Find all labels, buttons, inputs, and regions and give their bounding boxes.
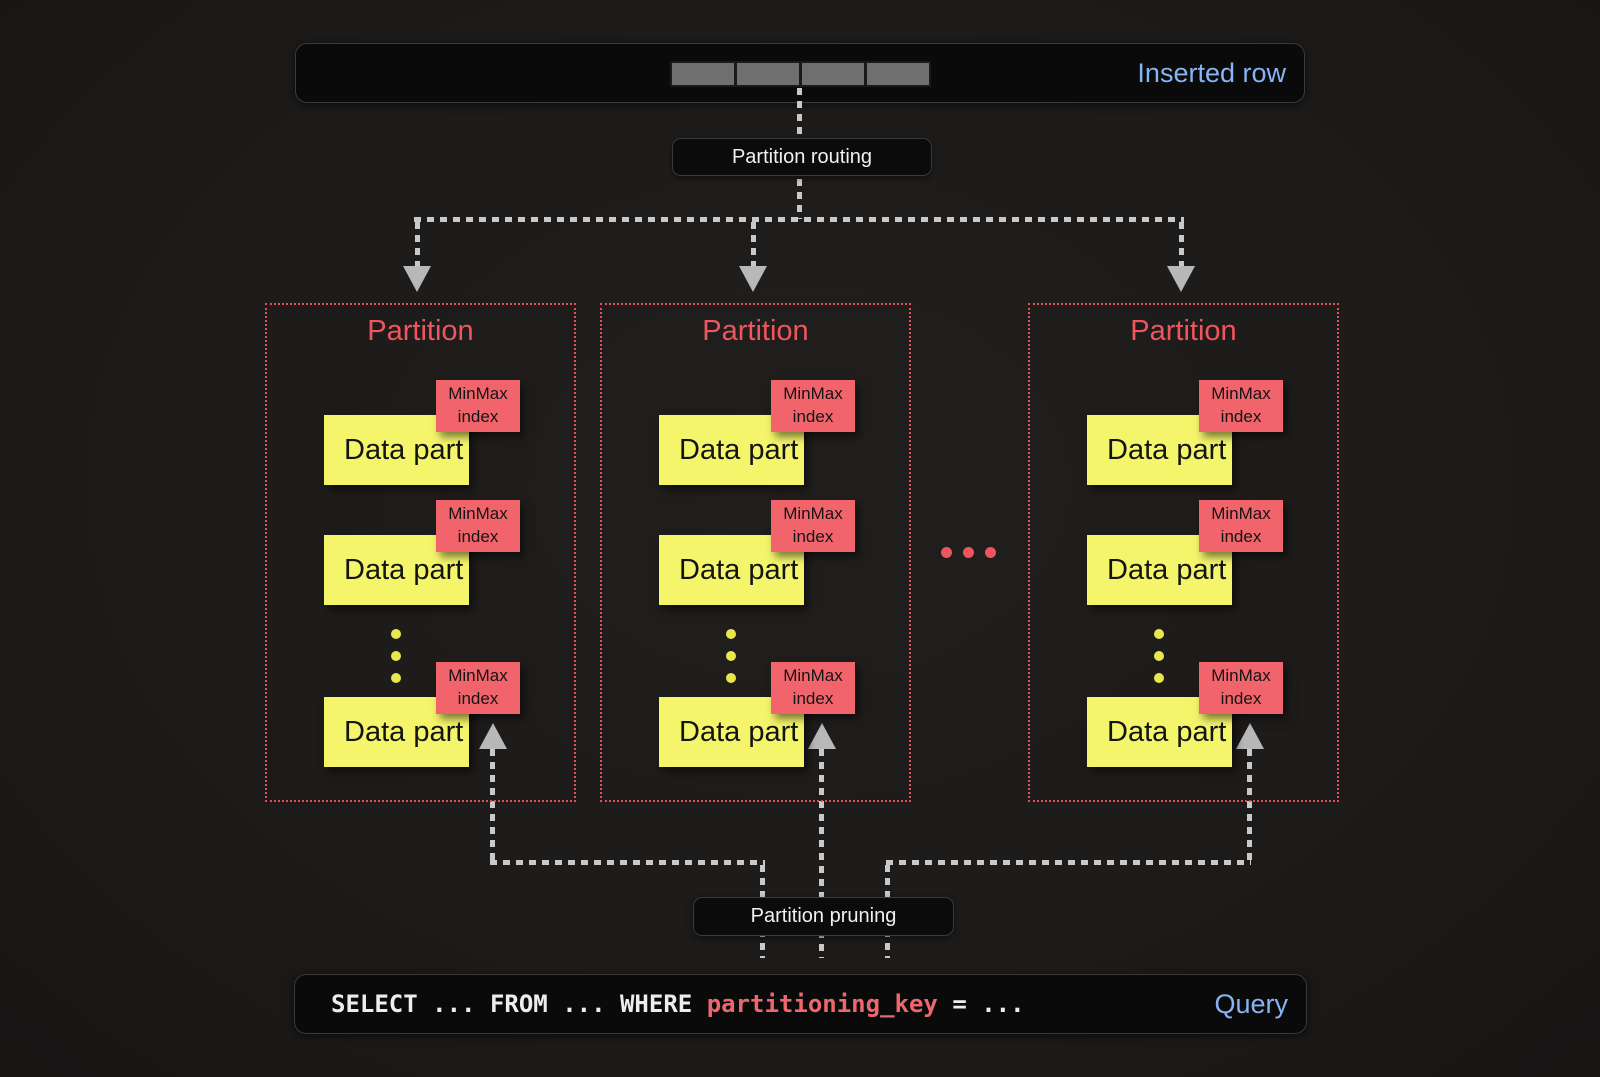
partition-routing-label: Partition routing xyxy=(672,138,932,176)
pruning-line-right xyxy=(1247,749,1252,863)
minmax-index-tag: MinMax index xyxy=(771,380,855,432)
data-part-box: Data part xyxy=(659,415,804,485)
data-part-unit: MinMax index Data part xyxy=(324,500,520,605)
sql-partitioning-key: partitioning_key xyxy=(706,990,938,1018)
partition-title: Partition xyxy=(367,315,474,347)
minmax-index-tag: MinMax index xyxy=(771,500,855,552)
query-bar: SELECT ... FROM ... WHERE partitioning_k… xyxy=(294,974,1307,1034)
partition-box-1: Partition MinMax index Data part MinMax … xyxy=(265,303,576,802)
data-part-unit: MinMax index Data part xyxy=(659,380,855,485)
more-partitions-ellipsis xyxy=(941,547,996,558)
arrow-down-icon xyxy=(739,266,767,292)
partition-box-2: Partition MinMax index Data part MinMax … xyxy=(600,303,911,802)
minmax-index-tag: MinMax index xyxy=(1199,380,1283,432)
inserted-row-label: Inserted row xyxy=(1137,57,1286,88)
data-part-unit: MinMax index Data part xyxy=(659,500,855,605)
arrow-up-icon xyxy=(1236,723,1264,749)
query-label: Query xyxy=(1214,988,1288,1019)
data-part-unit: MinMax index Data part xyxy=(1087,380,1283,485)
partition-box-3: Partition MinMax index Data part MinMax … xyxy=(1028,303,1339,802)
more-parts-ellipsis xyxy=(391,629,401,683)
row-cell xyxy=(672,63,734,85)
data-part-unit: MinMax index Data part xyxy=(324,662,520,767)
sql-text: SELECT ... FROM ... WHERE partitioning_k… xyxy=(331,990,1025,1018)
minmax-index-tag: MinMax index xyxy=(436,662,520,714)
minmax-index-tag: MinMax index xyxy=(436,500,520,552)
data-part-unit: MinMax index Data part xyxy=(659,662,855,767)
routing-drop-right xyxy=(1179,222,1184,266)
partition-title: Partition xyxy=(1130,315,1237,347)
data-part-box: Data part xyxy=(1087,697,1232,767)
arrow-up-icon xyxy=(808,723,836,749)
routing-drop-center xyxy=(751,222,756,266)
minmax-index-tag: MinMax index xyxy=(1199,500,1283,552)
sql-suffix: = ... xyxy=(937,990,1025,1018)
more-parts-ellipsis xyxy=(1154,629,1164,683)
arrow-down-icon xyxy=(403,266,431,292)
partition-title: Partition xyxy=(702,315,809,347)
arrow-up-icon xyxy=(479,723,507,749)
minmax-index-tag: MinMax index xyxy=(436,380,520,432)
data-part-unit: MinMax index Data part xyxy=(1087,662,1283,767)
arrow-down-icon xyxy=(1167,266,1195,292)
sql-prefix: SELECT ... FROM ... WHERE xyxy=(331,990,707,1018)
row-cell xyxy=(867,63,929,85)
row-cell xyxy=(737,63,799,85)
minmax-index-tag: MinMax index xyxy=(771,662,855,714)
pruning-line-left xyxy=(490,749,495,863)
data-part-unit: MinMax index Data part xyxy=(324,380,520,485)
pruning-line-center xyxy=(819,749,824,958)
row-cell xyxy=(802,63,864,85)
routing-drop-left xyxy=(415,222,420,266)
minmax-index-tag: MinMax index xyxy=(1199,662,1283,714)
inserted-row-cells xyxy=(670,61,931,87)
partition-pruning-label: Partition pruning xyxy=(693,897,954,936)
data-part-unit: MinMax index Data part xyxy=(1087,500,1283,605)
more-parts-ellipsis xyxy=(726,629,736,683)
routing-branch-line xyxy=(414,217,1184,222)
pruning-branch-right xyxy=(886,860,1251,865)
pruning-branch-left xyxy=(490,860,765,865)
